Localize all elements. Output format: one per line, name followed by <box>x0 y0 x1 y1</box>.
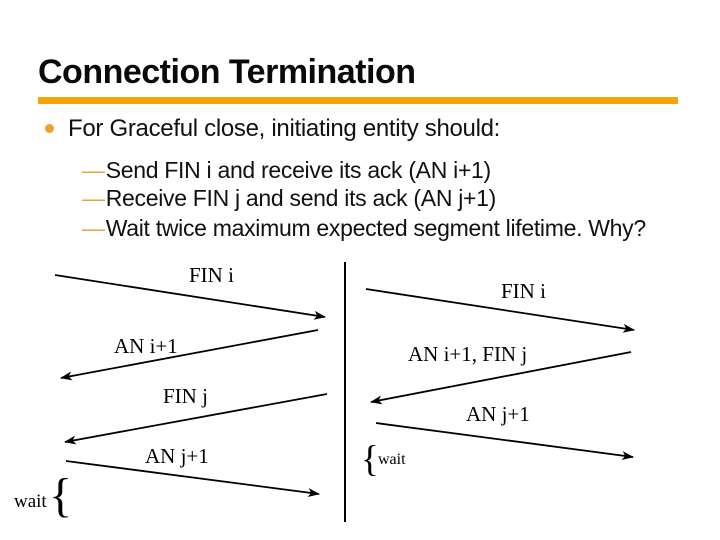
left-arrow-an-i1 <box>60 329 319 381</box>
bullet-item: For Graceful close, initiating entity sh… <box>45 114 500 144</box>
left-arrow-an-j1 <box>65 460 320 498</box>
left-brace-icon: { <box>49 469 73 522</box>
sub-bullet-2: —Receive FIN j and send its ack (AN j+1) <box>82 184 496 212</box>
left-label-an-j1: AN j+1 <box>145 444 209 468</box>
dash-icon: — <box>82 157 105 183</box>
right-label-an-j1: AN j+1 <box>466 402 530 426</box>
right-label-fin-i: FIN i <box>501 279 546 303</box>
left-label-fin-i: FIN i <box>189 263 234 287</box>
sub-bullet-3: —Wait twice maximum expected segment lif… <box>82 214 646 242</box>
page-title: Connection Termination <box>38 53 416 91</box>
dash-icon: — <box>82 185 105 211</box>
left-wait-label: wait <box>14 491 47 512</box>
sub-bullet-3-text: Wait twice maximum expected segment life… <box>105 215 646 241</box>
right-arrow-fin-i <box>365 288 635 333</box>
right-brace-icon: { <box>361 439 379 480</box>
right-arrow-an-i1-fin-j <box>370 351 632 405</box>
left-label-an-i1: AN i+1 <box>114 334 178 358</box>
sub-bullet-1: —Send FIN i and receive its ack (AN i+1) <box>82 156 491 184</box>
bullet-text: For Graceful close, initiating entity sh… <box>68 115 501 142</box>
left-label-fin-j: FIN j <box>163 384 208 408</box>
title-underline <box>38 97 678 104</box>
bullet-icon <box>45 124 54 133</box>
left-arrow-fin-j <box>64 393 328 445</box>
sub-bullet-2-text: Receive FIN j and send its ack (AN j+1) <box>105 185 497 211</box>
right-label-an-i1-fin-j: AN i+1, FIN j <box>408 342 528 366</box>
left-arrow-fin-i <box>54 274 326 320</box>
dash-icon: — <box>82 215 105 241</box>
right-wait-label: wait <box>378 451 406 468</box>
sub-bullet-1-text: Send FIN i and receive its ack (AN i+1) <box>105 157 492 183</box>
right-arrow-an-j1 <box>375 422 634 461</box>
